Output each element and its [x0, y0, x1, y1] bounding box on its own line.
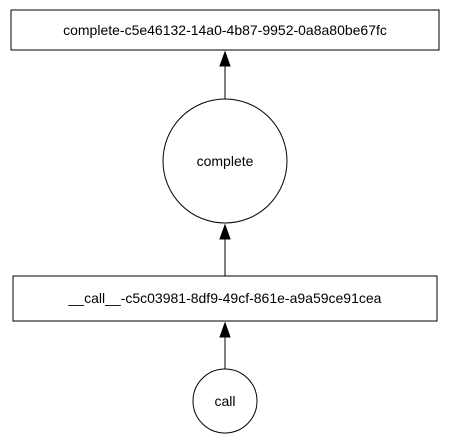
- edge-call-id-to-complete: [219, 223, 231, 276]
- arrowhead-up-icon: [219, 223, 231, 240]
- node-call-id-label: __call__-c5c03981-8df9-49cf-861e-a9a59ce…: [68, 290, 382, 306]
- node-complete-circle: [162, 98, 288, 224]
- edge-complete-to-complete-id: [219, 50, 231, 100]
- node-complete: complete: [162, 98, 288, 224]
- edge-call-to-call-id: [219, 321, 231, 369]
- node-call-id: __call__-c5c03981-8df9-49cf-861e-a9a59ce…: [12, 275, 438, 322]
- node-complete-id-box: [10, 9, 440, 51]
- node-complete-label: complete: [197, 153, 254, 169]
- node-call-label: call: [214, 393, 235, 409]
- arrowhead-up-icon: [219, 50, 231, 67]
- node-complete-id: complete-c5e46132-14a0-4b87-9952-0a8a80b…: [10, 9, 440, 51]
- node-call-circle: [192, 368, 258, 434]
- arrowhead-up-icon: [219, 321, 231, 338]
- node-call: call: [192, 368, 258, 434]
- node-complete-id-label: complete-c5e46132-14a0-4b87-9952-0a8a80b…: [63, 22, 387, 38]
- node-call-id-box: [12, 275, 438, 322]
